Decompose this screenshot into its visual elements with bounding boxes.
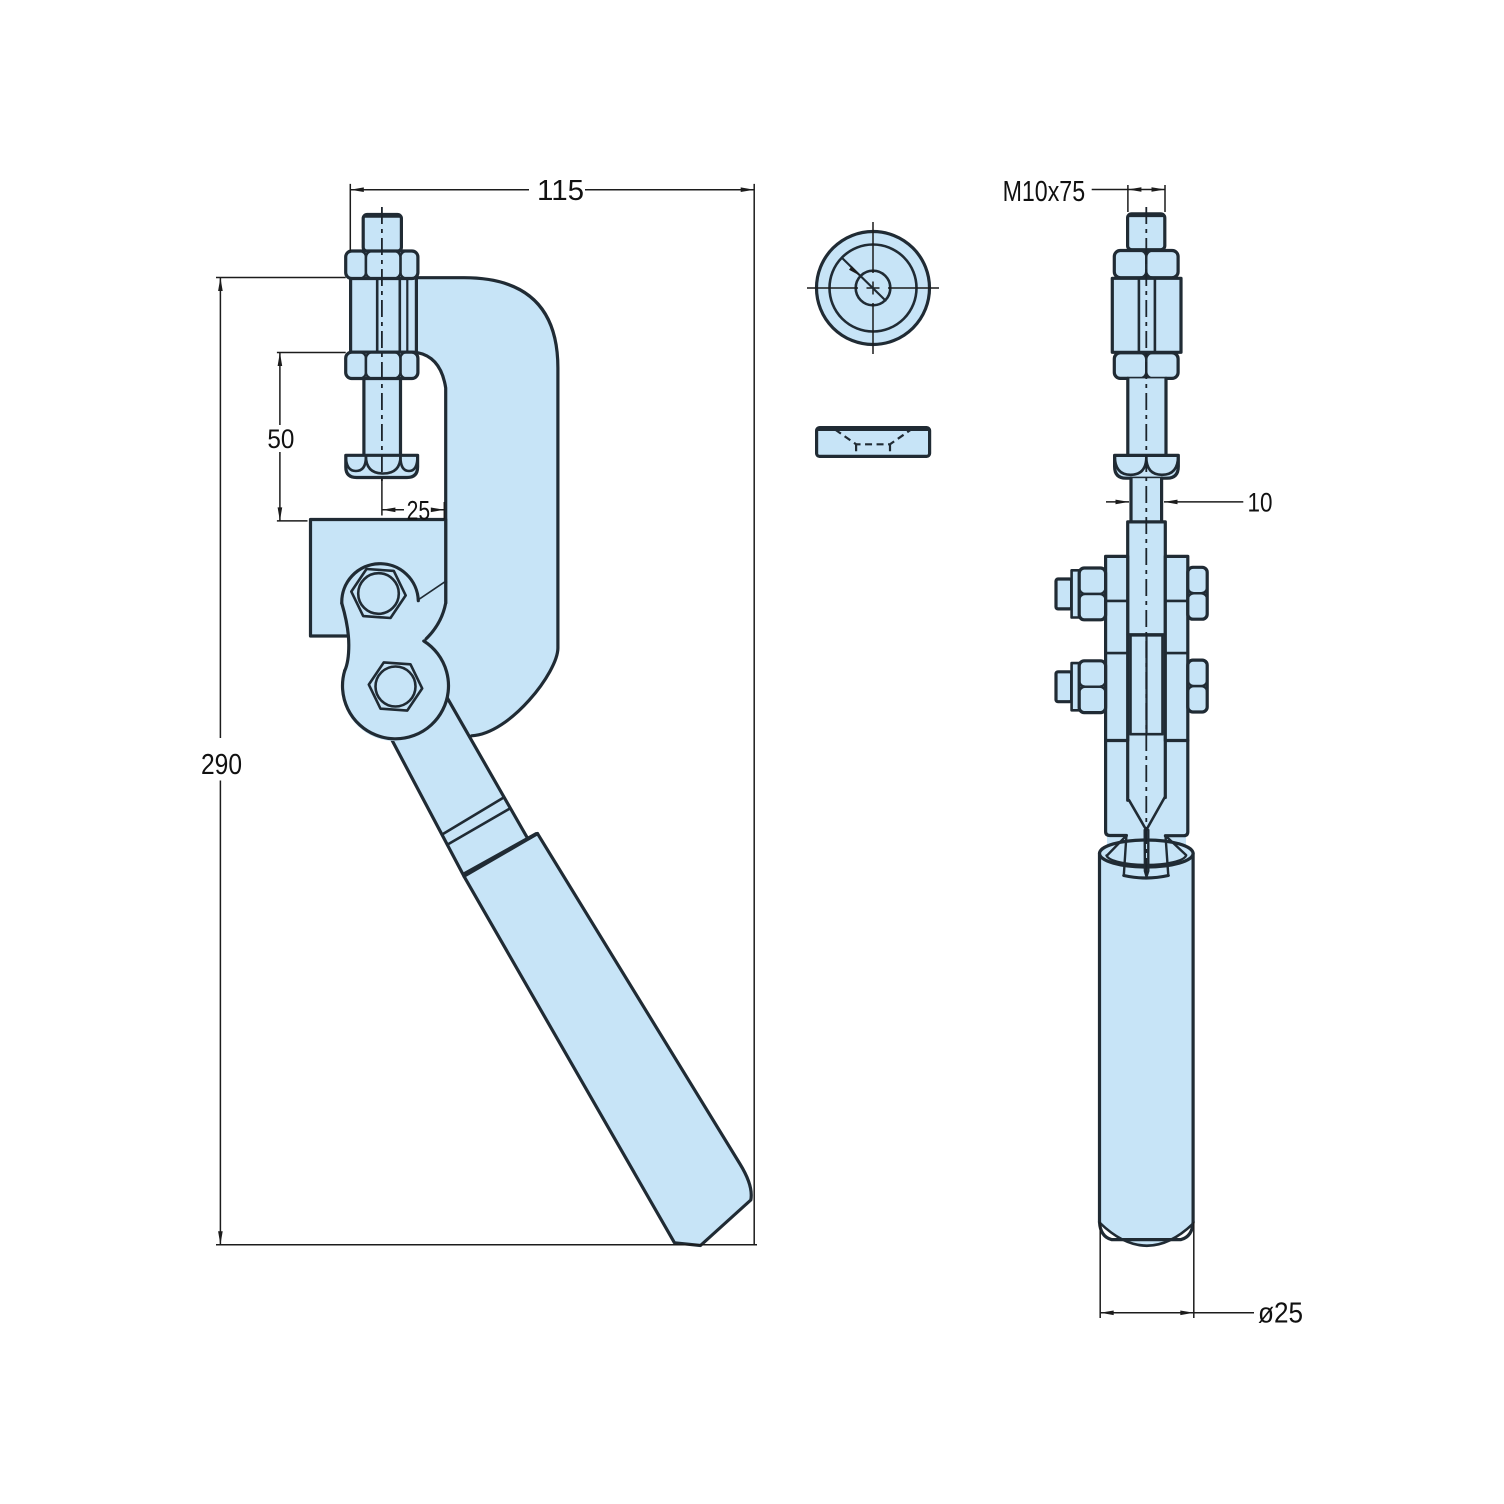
svg-text:ø25: ø25 [1258,1298,1303,1330]
svg-text:25: 25 [407,496,431,526]
svg-text:290: 290 [201,749,242,781]
svg-text:115: 115 [537,175,584,207]
svg-text:M10x75: M10x75 [1003,176,1086,208]
svg-text:50: 50 [267,424,294,454]
svg-text:10: 10 [1248,488,1273,518]
